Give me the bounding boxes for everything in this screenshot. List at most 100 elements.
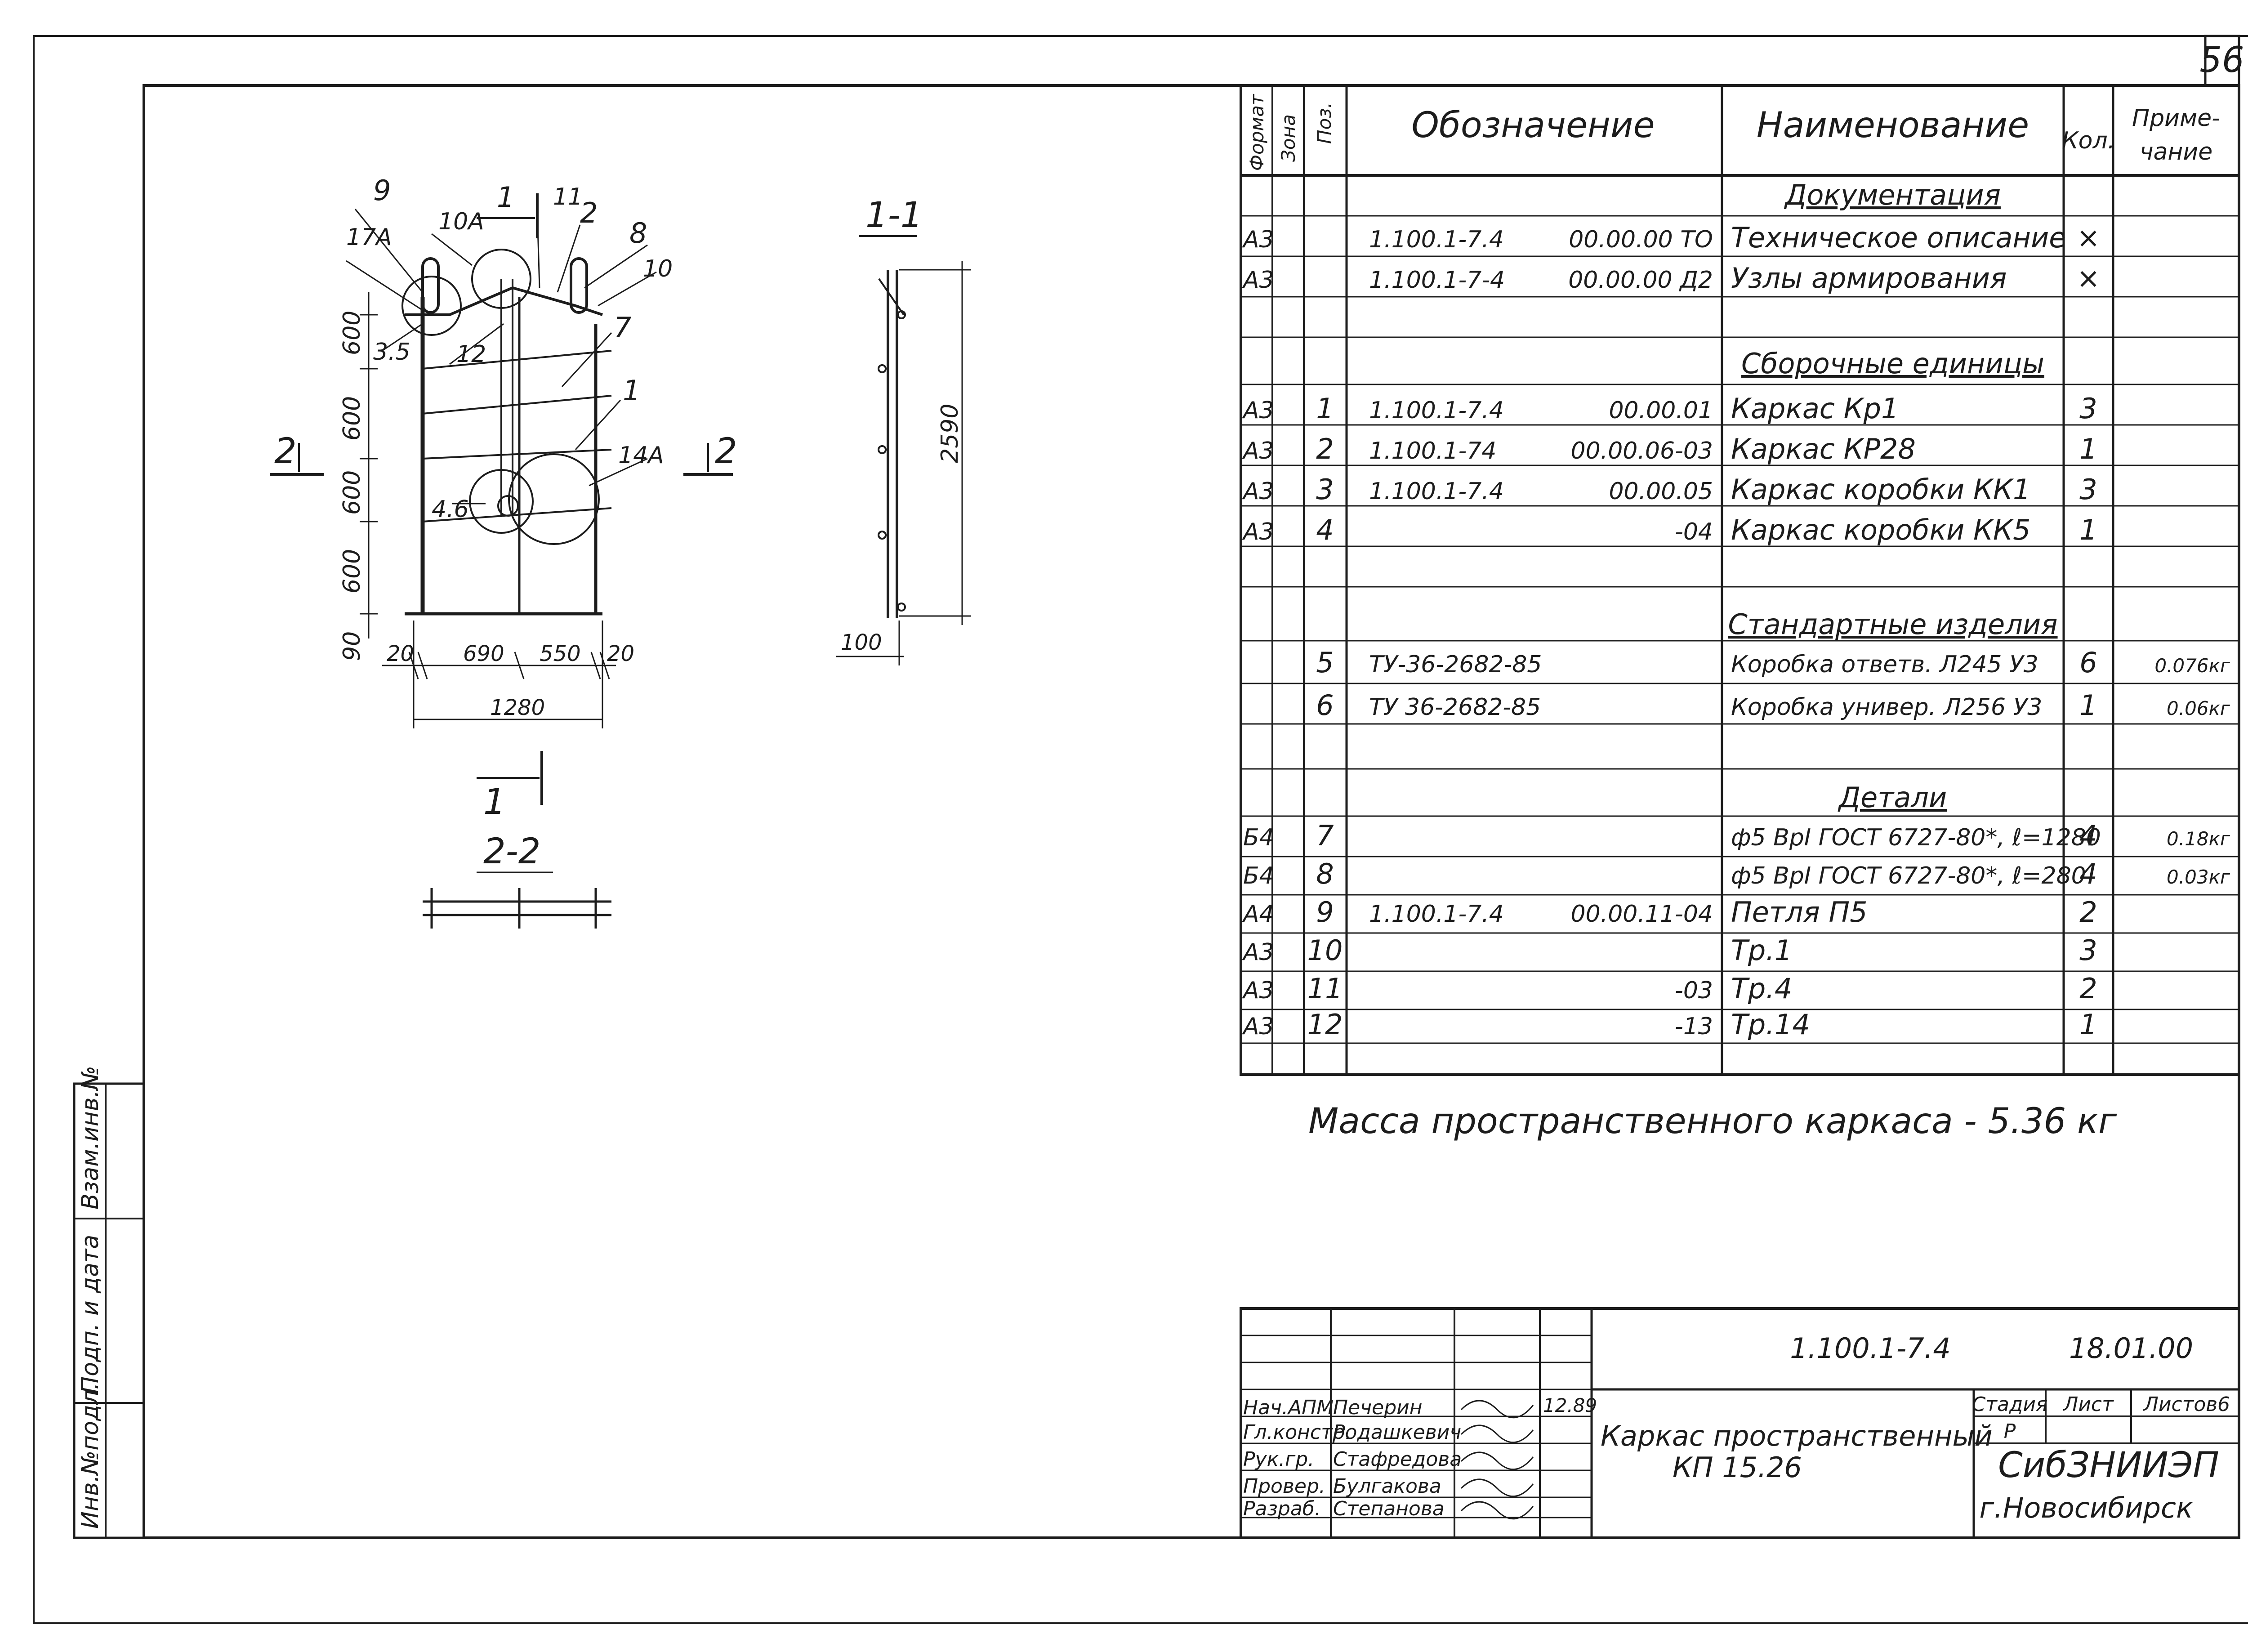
row-pos: 11 [1307, 972, 1343, 1005]
row-designation: ТУ 36-2682-85 [1369, 694, 1541, 721]
callout-10a: 10А [438, 208, 484, 235]
row-qty: × [2077, 221, 2100, 254]
row-qty: 3 [2079, 934, 2097, 967]
dim-v-4: 600 [339, 549, 366, 594]
row-code: 00.00.00 Д2 [1568, 267, 1713, 294]
row-qty: 2 [2079, 896, 2097, 929]
row-designation: 1.100.1-7.4 [1369, 901, 1504, 928]
row-format: А4 [1242, 901, 1274, 928]
signed-date: 12.89 [1543, 1394, 1597, 1416]
row-pos: 10 [1307, 934, 1343, 967]
stamp-replaces: Взам.инв.№ [77, 1066, 104, 1210]
dim-100: 100 [841, 630, 882, 655]
row-name: Тр.1 [1731, 934, 1792, 967]
header-note-1: Приме- [2132, 105, 2220, 132]
header-designation: Обозначение [1411, 105, 1655, 146]
dim-v-5: 90 [339, 631, 366, 661]
row-format: А3 [1242, 1013, 1274, 1040]
dim-v-2: 600 [339, 396, 366, 441]
sheets-header: Листов [2143, 1393, 2217, 1416]
row-designation: ТУ-36-2682-85 [1369, 651, 1542, 678]
spec-row: А3 10 Тр.1 3 [1242, 934, 2097, 967]
row-pos: 1 [1316, 392, 1334, 425]
cut-2-left: 2 [274, 431, 297, 472]
row-qty: 3 [2079, 392, 2097, 425]
row-name: Каркас Кр1 [1731, 392, 1899, 425]
row-pos: 7 [1316, 819, 1334, 852]
row-name: Каркас КР28 [1731, 433, 1916, 465]
row-format: Б4 [1243, 862, 1274, 889]
section-1-1 [836, 235, 971, 665]
organization: СибЗНИИЭП [1998, 1445, 2219, 1486]
row-name: Каркас коробки КК1 [1731, 473, 2030, 506]
signer-role: Нач.АПМ [1243, 1396, 1334, 1419]
row-note: 0.076кг [2154, 655, 2230, 677]
stamp-sign-date: Подп. и дата [77, 1235, 104, 1394]
row-note: 0.06кг [2167, 697, 2230, 719]
header-note-2: чание [2140, 138, 2212, 165]
callout-1: 1 [623, 374, 640, 407]
signer-row: Рук.гр.Стафредова [1243, 1448, 1534, 1471]
section-details: Детали [1838, 781, 1947, 814]
row-code: -13 [1675, 1013, 1713, 1040]
row-format: А3 [1242, 939, 1274, 966]
row-qty: × [2077, 262, 2100, 295]
side-stamp: Инв.№подл. Подп. и дата Взам.инв.№ [73, 1066, 145, 1539]
header-name: Наименование [1757, 105, 2029, 146]
cut-2-right: 2 [715, 431, 737, 472]
dim-height-1-1: 2590 [937, 404, 963, 463]
callout-12: 12 [456, 341, 486, 368]
row-qty: 4 [2079, 819, 2097, 852]
title-line-1: Каркас пространственный [1601, 1420, 1993, 1452]
signer-role: Провер. [1243, 1475, 1325, 1498]
callout-10: 10 [643, 255, 673, 282]
stamp-inv-number: Инв.№подл. [77, 1382, 104, 1529]
sheets-value: 6 [2217, 1393, 2230, 1416]
row-pos: 8 [1316, 857, 1334, 890]
row-format: А3 [1242, 397, 1274, 424]
signer-role: Рук.гр. [1243, 1448, 1314, 1471]
title-line-2: КП 15.26 [1673, 1451, 1802, 1484]
section-2-2-label: 2-2 [483, 831, 540, 872]
row-designation: 1.100.1-7.4 [1369, 226, 1504, 253]
callout-11: 11 [553, 183, 583, 210]
row-pos: 5 [1316, 646, 1334, 679]
row-name: Каркас коробки КК5 [1731, 513, 2030, 546]
row-name: ф5 ВрI ГОСТ 6727-80*, ℓ=1280 [1731, 824, 2101, 851]
row-pos: 9 [1316, 896, 1334, 929]
row-pos: 12 [1307, 1008, 1343, 1041]
signer-role: Гл.констр. [1243, 1421, 1351, 1444]
signature-mark [1460, 1451, 1534, 1470]
row-format: А3 [1242, 438, 1274, 464]
callout-7: 7 [614, 311, 631, 344]
dim-v-3: 600 [339, 470, 366, 515]
section-standard-items: Стандартные изделия [1728, 608, 2057, 641]
section-1-1-label: 1-1 [865, 195, 923, 236]
doc-date: 18.01.00 [2069, 1332, 2193, 1365]
dim-h-2: 690 [463, 641, 504, 666]
dim-h-1: 20 [387, 641, 414, 666]
row-name: Коробка ответв. Л245 У3 [1731, 651, 2038, 678]
row-format: А3 [1242, 518, 1274, 545]
stage-header: Стадия [1972, 1393, 2048, 1416]
header-zone: Зона [1277, 114, 1299, 162]
sheet-number: 56 [2199, 40, 2244, 80]
row-name: Тр.14 [1731, 1008, 1810, 1041]
row-note: 0.18кг [2167, 828, 2230, 850]
header-pos: Поз. [1313, 102, 1335, 144]
signature-mark [1460, 1478, 1534, 1497]
row-note: 0.03кг [2167, 866, 2230, 888]
row-name: ф5 ВрI ГОСТ 6727-80*, ℓ=280 [1731, 862, 2086, 889]
row-name: Петля П5 [1731, 896, 1868, 929]
header-qty: Кол. [2062, 127, 2115, 154]
row-designation: 1.100.1-7-4 [1369, 267, 1505, 294]
section-2-2 [423, 871, 611, 929]
signer-name: Булгакова [1333, 1475, 1441, 1498]
